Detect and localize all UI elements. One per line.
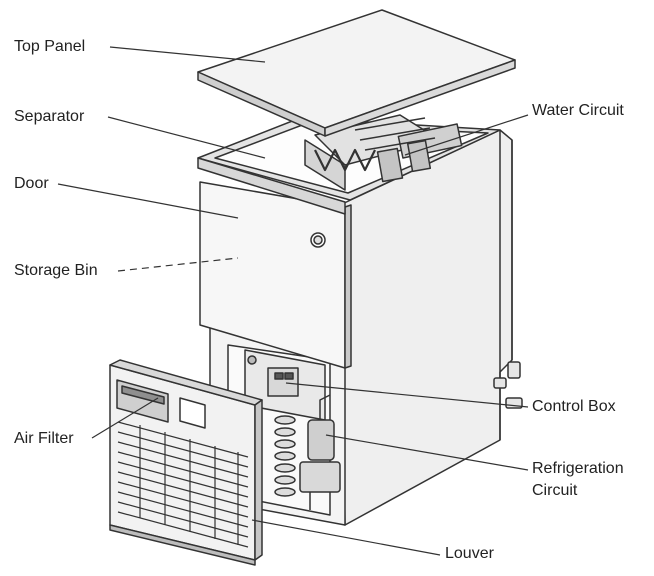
leader-air-filter xyxy=(91,397,159,439)
connector-icon xyxy=(493,377,507,389)
control-switch-icon xyxy=(274,372,284,380)
leader-lines xyxy=(57,46,529,556)
control-box-icon xyxy=(267,367,299,397)
separator-front-lip xyxy=(197,157,346,215)
leader-storage-bin xyxy=(117,257,239,272)
refrigeration-coil xyxy=(274,415,296,497)
water-circuit-assembly xyxy=(304,114,463,191)
label-separator: Separator xyxy=(14,108,85,125)
label-refrigeration-line1: Refrigeration xyxy=(532,460,624,477)
label-control-box: Control Box xyxy=(532,398,616,415)
connector-icon xyxy=(507,361,521,379)
louver-window xyxy=(179,397,206,429)
leader-top-panel xyxy=(109,46,266,63)
compressor-icon xyxy=(307,419,335,461)
refrigerant-pipe xyxy=(319,394,331,420)
label-top-panel: Top Panel xyxy=(14,38,86,55)
door-side xyxy=(344,204,352,369)
leader-control-box xyxy=(285,382,529,408)
louver-grille xyxy=(117,421,249,548)
refrigeration-unit xyxy=(299,461,341,493)
label-storage-bin: Storage Bin xyxy=(14,262,98,279)
label-water-circuit: Water Circuit xyxy=(532,102,624,119)
label-refrigeration-line2: Circuit xyxy=(532,482,578,499)
label-door: Door xyxy=(14,175,49,192)
screw-icon xyxy=(247,355,257,365)
leader-water-circuit xyxy=(404,114,529,156)
top-panel xyxy=(197,9,516,129)
leader-door xyxy=(57,183,239,219)
leader-refrigeration-circuit xyxy=(325,434,529,471)
cabinet-right-side xyxy=(339,129,513,526)
leader-separator xyxy=(107,116,266,159)
label-louver: Louver xyxy=(445,545,494,562)
control-switch-icon xyxy=(284,372,294,380)
label-air-filter: Air Filter xyxy=(14,430,74,447)
leader-louver xyxy=(251,519,441,556)
